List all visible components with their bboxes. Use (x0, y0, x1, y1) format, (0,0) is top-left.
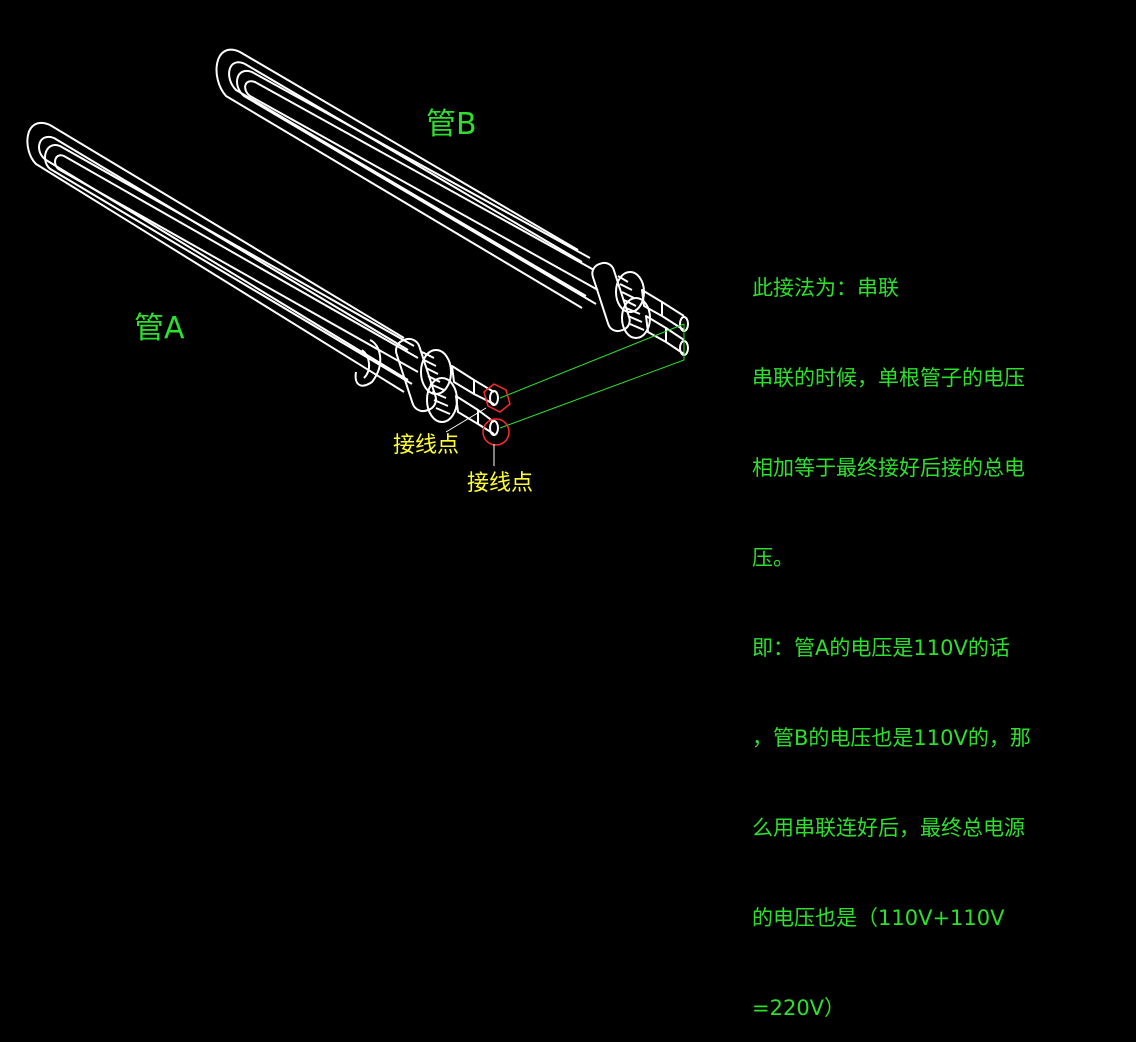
note-line: ，管B的电压也是110V的，那 (752, 726, 1031, 750)
terminal-label-2: 接线点 (467, 471, 533, 496)
terminal-marker-upper (483, 383, 511, 413)
terminal-assembly-b (591, 261, 689, 356)
terminal-label-1: 接线点 (393, 433, 459, 458)
terminal-markers (482, 383, 511, 446)
terminal-assembly-a (395, 337, 499, 436)
note-line: 压。 (752, 546, 794, 570)
note-line: 即：管A的电压是110V的话 (752, 636, 1010, 660)
note-line: =220V） (752, 996, 846, 1020)
tube-b-label: 管B (426, 107, 477, 142)
series-wiring-explanation: 此接法为：串联 串联的时候，单根管子的电压 相加等于最终接好后接的总电 压。 即… (752, 213, 1132, 1042)
series-connection-wire (499, 323, 685, 429)
diagram-canvas: 管B 管A 接线点 接线点 (26, 48, 689, 496)
note-line: 此接法为：串联 (752, 276, 899, 300)
tube-a-label: 管A (134, 311, 185, 346)
terminal-marker-lower (482, 418, 510, 446)
note-line: 相加等于最终接好后接的总电 (752, 456, 1025, 480)
note-line: 的电压也是（110V+110V (752, 906, 1005, 930)
leader-lines (445, 407, 495, 466)
note-line: 串联的时候，单根管子的电压 (752, 366, 1025, 390)
heater-tube-b (215, 48, 689, 356)
heater-tube-a (26, 122, 499, 436)
note-line: 么用串联连好后，最终总电源 (752, 816, 1025, 840)
